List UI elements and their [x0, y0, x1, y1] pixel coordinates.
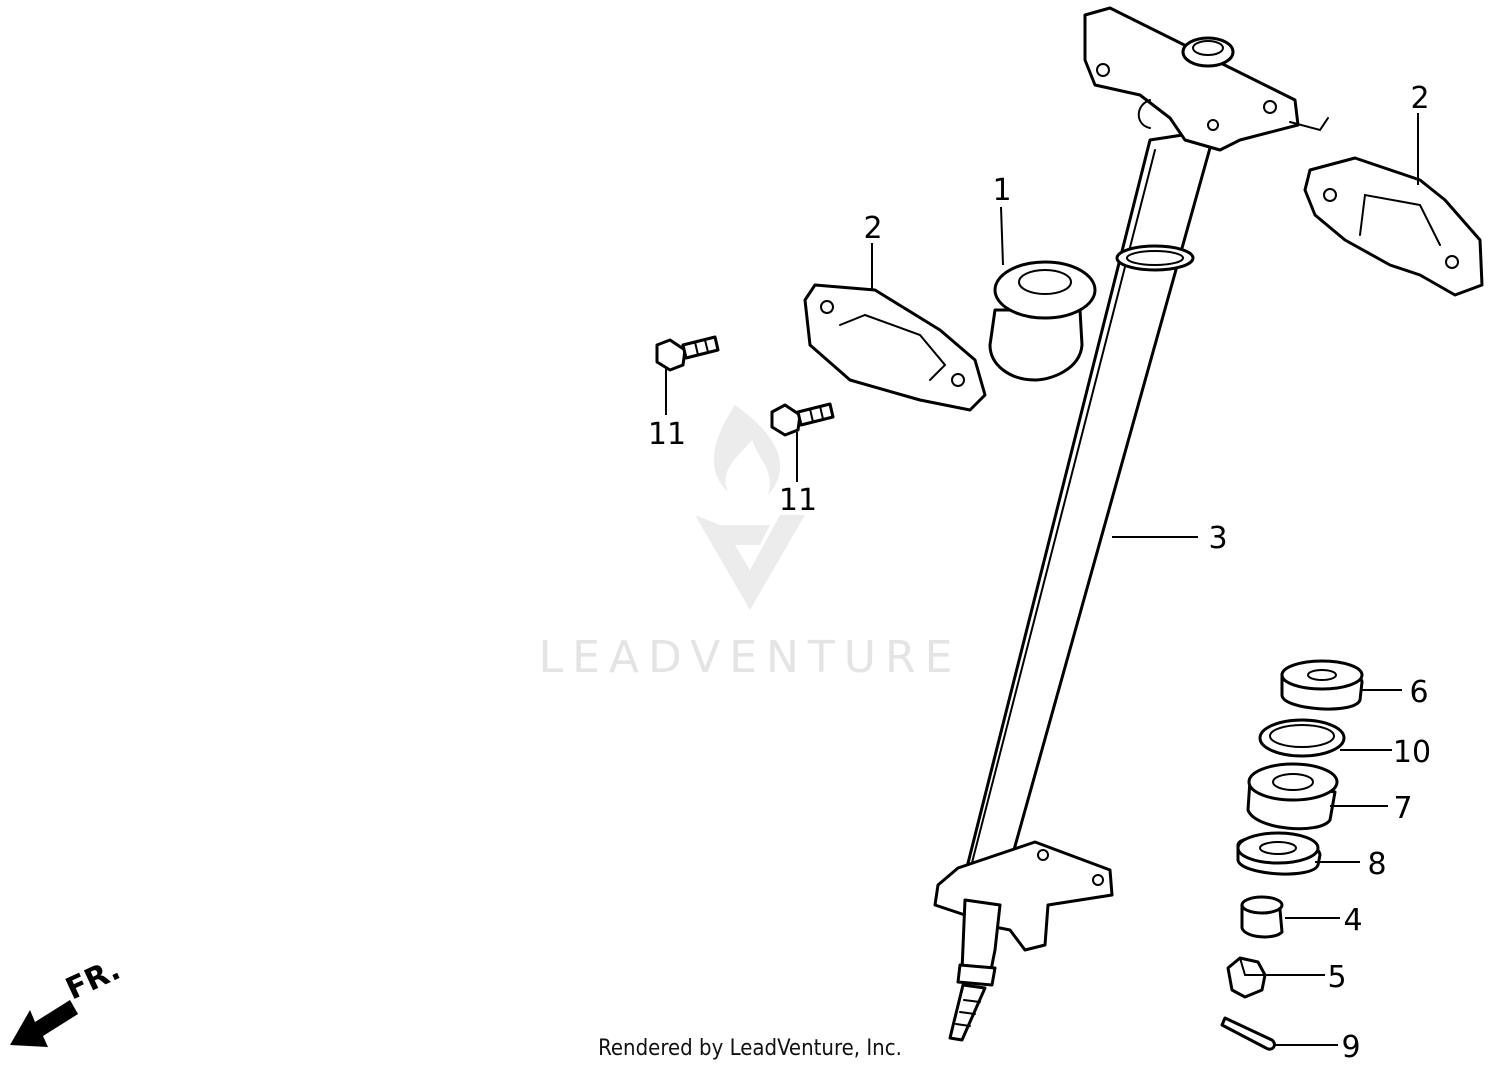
dust-seal [1280, 659, 1364, 711]
bolt-upper [655, 335, 720, 372]
oil-seal [1236, 831, 1322, 876]
callout-2-left: 2 [863, 211, 882, 246]
castle-nut [1226, 956, 1267, 999]
front-direction-indicator: FR. [10, 952, 126, 1047]
shaft-holder-right [1303, 156, 1484, 297]
leader-lines [665, 113, 1419, 1046]
callout-4: 4 [1343, 903, 1362, 938]
callout-7: 7 [1393, 791, 1412, 826]
callout-11-lower: 11 [779, 483, 817, 518]
callout-labels: 1 2 2 3 4 5 6 7 8 9 10 11 11 [648, 81, 1431, 1065]
callout-2-right: 2 [1410, 81, 1429, 116]
front-label: FR. [61, 952, 126, 1007]
bearing [1246, 762, 1339, 831]
callout-5: 5 [1327, 960, 1346, 995]
callout-6: 6 [1409, 675, 1428, 710]
circlip [1258, 718, 1346, 758]
bolt-lower [770, 402, 835, 437]
watermark-logo: LEADVENTURE [539, 405, 962, 683]
callout-9: 9 [1341, 1030, 1360, 1065]
steering-bushing [988, 260, 1097, 382]
cotter-pin [1220, 1016, 1276, 1051]
watermark-text: LEADVENTURE [539, 632, 962, 683]
callout-10: 10 [1393, 735, 1431, 770]
callout-8: 8 [1367, 847, 1386, 882]
callout-3: 3 [1208, 521, 1227, 556]
callout-1: 1 [992, 173, 1011, 208]
footer-credit: Rendered by LeadVenture, Inc. [598, 1036, 902, 1061]
collar [1240, 895, 1284, 939]
steering-shaft [933, 6, 1329, 1042]
callout-11-upper: 11 [648, 417, 686, 452]
shaft-holder-left [803, 283, 987, 412]
